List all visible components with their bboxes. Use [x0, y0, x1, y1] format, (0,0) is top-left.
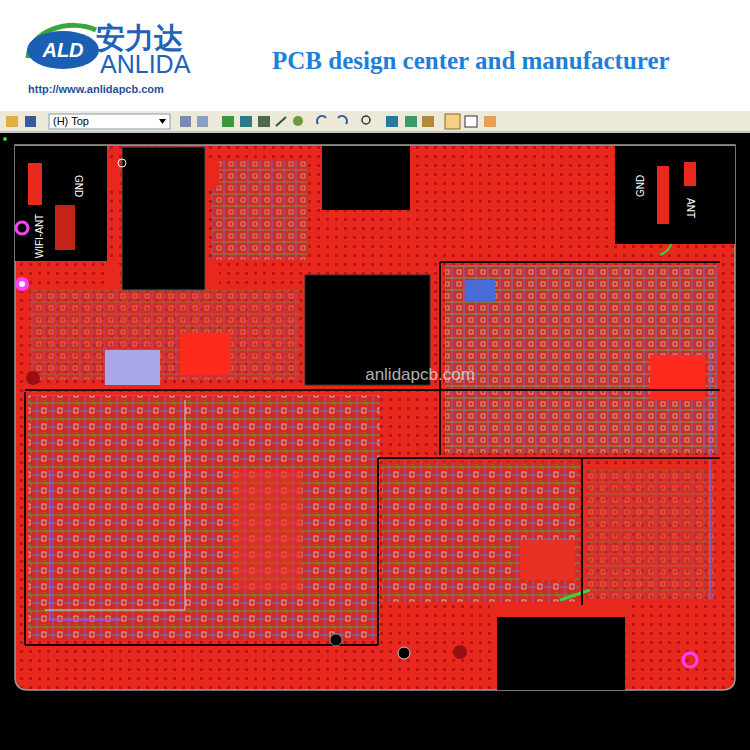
toolbar-icon — [386, 116, 398, 127]
toolbar-icon — [240, 116, 252, 127]
pad-area — [465, 280, 495, 302]
connector-footprint — [497, 615, 625, 690]
toolbar-icon — [405, 116, 417, 127]
silkscreen-label: GND — [635, 175, 647, 197]
routing-region — [212, 160, 307, 260]
gap-line — [25, 644, 378, 646]
toolbar-icon — [422, 116, 434, 127]
connector-footprint — [322, 146, 410, 210]
toolbar-icon — [338, 116, 347, 124]
toolbar-icon — [317, 116, 326, 124]
website-url: http://www.anlidapcb.com — [28, 83, 164, 96]
antenna-trace — [55, 205, 75, 250]
test-point — [453, 645, 467, 659]
test-point — [26, 371, 40, 385]
keepout-line — [185, 400, 186, 610]
board-outline — [15, 145, 735, 690]
mounting-hole — [683, 653, 697, 667]
copper-pour — [650, 355, 705, 400]
logo-oval — [27, 31, 99, 69]
toolbar-edge — [0, 132, 750, 133]
mounting-hole — [15, 277, 29, 291]
toolbar-icon — [180, 116, 191, 127]
copper-pour — [232, 470, 302, 590]
toolbar-icon — [465, 116, 477, 127]
toolbar-icon — [276, 117, 286, 126]
gap-line — [25, 389, 720, 391]
mounting-hole — [19, 281, 25, 287]
brand-name: ANLIDA — [100, 50, 190, 79]
silkscreen-label: WIFI-ANT — [34, 214, 46, 258]
via-hole — [398, 647, 410, 659]
connector-pad — [207, 160, 219, 188]
routing-region — [30, 290, 300, 380]
silkscreen-label: GND — [72, 175, 84, 197]
antenna-keepout — [15, 146, 107, 261]
routing-region — [585, 470, 715, 600]
routing-region — [382, 462, 580, 602]
antenna-pad — [684, 162, 696, 186]
trace — [709, 340, 711, 600]
toolbar-icon — [197, 116, 208, 127]
silkscreen-label: ANT — [684, 198, 696, 218]
toolbar-icon — [293, 116, 303, 126]
gap-line — [377, 458, 379, 645]
keepout-line — [45, 610, 185, 611]
canvas — [0, 133, 750, 750]
gap-line — [581, 458, 583, 610]
origin-marker — [3, 137, 7, 141]
cursor-marker — [118, 159, 126, 167]
dropdown-arrow — [159, 119, 166, 124]
gap-line — [378, 457, 720, 459]
gap-line — [440, 261, 720, 263]
toolbar-icon — [445, 114, 460, 129]
toolbar-icon — [6, 116, 18, 127]
gap-line — [24, 392, 26, 645]
toolbar — [0, 111, 750, 132]
copper-pour — [520, 540, 575, 580]
mounting-hole — [16, 222, 28, 234]
page-title: PCB design center and manufacturer — [272, 47, 670, 76]
pad-area — [105, 350, 160, 385]
routing-region — [445, 265, 717, 453]
antenna-pad — [28, 163, 42, 205]
trace — [560, 590, 590, 600]
toolbar-icon — [222, 116, 234, 127]
antenna-keepout — [615, 146, 735, 244]
copper-pour — [180, 333, 230, 375]
connector-pad — [490, 605, 632, 617]
connector-pad — [207, 262, 219, 290]
toolbar-icon — [362, 116, 370, 124]
toolbar-icon — [258, 116, 270, 127]
toolbar-icon — [25, 116, 36, 127]
logo-mark: ALD — [42, 39, 83, 62]
toolbar-icons — [180, 114, 496, 129]
antenna-pad — [657, 166, 669, 224]
trace — [50, 470, 120, 620]
connector-footprint — [122, 147, 205, 290]
toolbar-icon — [484, 116, 496, 127]
isolation-gaps — [25, 262, 720, 645]
connector-pad — [108, 262, 120, 290]
watermark: anlidapcb.com — [365, 365, 475, 385]
layer-dropdown — [49, 114, 170, 129]
gap-line — [439, 262, 441, 455]
via-hole — [330, 634, 342, 646]
layer-name: (H) Top — [53, 115, 89, 128]
routing-region — [28, 395, 380, 640]
